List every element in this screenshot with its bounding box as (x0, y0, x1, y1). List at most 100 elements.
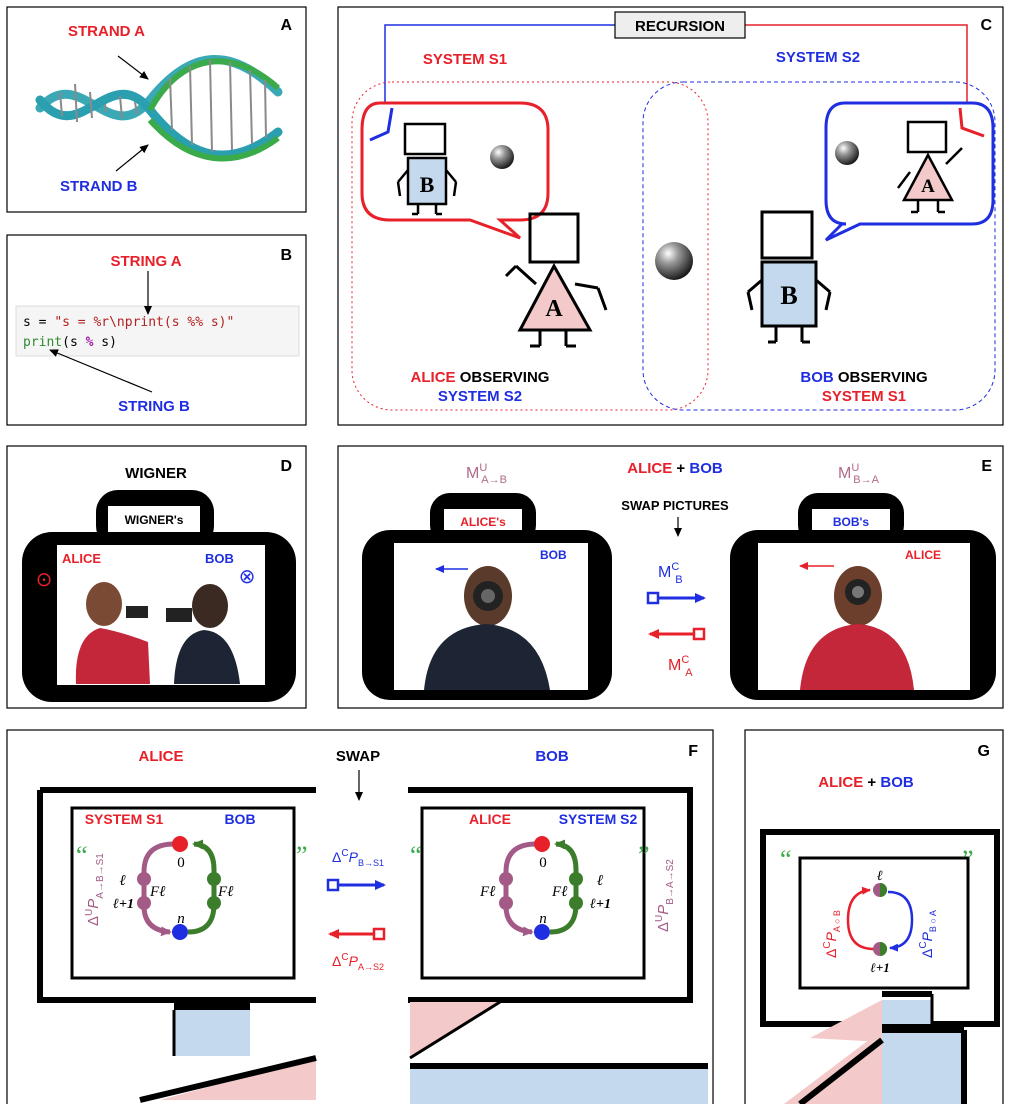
strand-a-label: STRAND A (68, 23, 145, 40)
alice-figure-large (504, 212, 608, 348)
panel-c: C RECURSION SYSTEM S1 SYSTEM S2 B (337, 6, 1004, 426)
left-system-s1: SYSTEM S1 (85, 811, 164, 827)
left-f-l-b: Fℓ (217, 884, 233, 900)
large-a-glyph: A (545, 296, 563, 322)
panel-e-letter: E (981, 458, 992, 475)
code-line-2: print(s % s) (23, 335, 117, 350)
dna-helix (35, 55, 283, 162)
right-node-zero: 0 (539, 855, 547, 871)
panel-f-bob: BOB (535, 748, 569, 765)
cross-circle-icon: ⊗ (239, 564, 256, 588)
small-a-glyph: A (921, 176, 935, 197)
bubble-recursion-mark-red (958, 107, 985, 138)
left-node-zero: 0 (177, 855, 185, 871)
alice-plus-bob-title: ALICE + BOB (627, 460, 723, 477)
panel-b: B STRING A STRING B s = "s = %r\nprint(s… (6, 234, 307, 426)
bob-photo (166, 584, 240, 684)
alice-figure-small (897, 120, 963, 214)
ball-icon (490, 145, 514, 169)
panel-b-letter: B (280, 247, 292, 264)
bob-big-camera (408, 787, 693, 1003)
alice-big-camera (37, 787, 316, 1003)
left-f-l-a: Fℓ (149, 884, 165, 900)
panel-c-letter: C (980, 17, 992, 34)
bob-screen-alice-label: ALICE (905, 548, 941, 562)
du-right-label: ΔUPB→A→S2 (654, 859, 676, 932)
g-node-l1: ℓ+1 (870, 960, 889, 975)
panel-f: F ALICE BOB SWAP SYSTEM S1 BOB “ ” (6, 729, 714, 1104)
panel-d-letter: D (280, 458, 292, 475)
alice-observing-target: SYSTEM S2 (438, 388, 522, 405)
wigner-camera-tab: WIGNER's (125, 513, 184, 527)
system-s2-label: SYSTEM S2 (776, 49, 860, 66)
left-bob: BOB (224, 811, 255, 827)
wigner-title: WIGNER (125, 465, 187, 482)
string-b-label: STRING B (118, 398, 190, 415)
panel-g-letter: G (978, 743, 990, 760)
recursion-box (614, 11, 746, 39)
left-node-n: n (177, 911, 185, 927)
panel-f-alice: ALICE (139, 748, 184, 765)
code-line-1: s = "s = %r\nprint(s %% s)" (23, 315, 234, 330)
mc-b-arrow-tail (646, 591, 660, 605)
bob-camera-photo (424, 566, 550, 690)
string-a-label: STRING A (110, 253, 181, 270)
alice-camera-tab: ALICE's (460, 515, 506, 529)
panel-a-letter: A (280, 17, 292, 34)
swap-pictures-label: SWAP PICTURES (621, 498, 729, 513)
bob-observing-target: SYSTEM S1 (822, 388, 906, 405)
left-quote-close: ” (296, 841, 308, 870)
right-alice: ALICE (469, 811, 511, 827)
g-quote-close: ” (962, 845, 974, 874)
dc-a-label: ΔCPA→S2 (332, 952, 384, 972)
panel-f-letter: F (688, 743, 698, 760)
dc-b-arrow-tail (326, 878, 340, 892)
bob-camera-tab: BOB's (833, 515, 870, 529)
strand-b-arrow (115, 144, 149, 172)
panel-d: D WIGNER WIGNER's ALICE BOB ⊙ ⊗ (6, 445, 307, 709)
panel-g: G ALICE + BOB “ ” ℓ ℓ+1 ΔCPA ○ B ΔCPB ○ … (744, 729, 1004, 1104)
right-quote-open: “ (410, 841, 422, 870)
bob-figure-small (396, 122, 458, 216)
bob-body-hint (410, 1068, 708, 1104)
wigner-bob-label: BOB (205, 551, 234, 566)
g-right-label: ΔCPB ○ A (918, 910, 938, 958)
right-node-l1: ℓ+1 (590, 897, 611, 912)
recursion-blue-line (381, 24, 615, 117)
alice-observing-caption: ALICE OBSERVING (411, 369, 550, 386)
g-quote-open: “ (780, 845, 792, 874)
left-node-l: ℓ (120, 873, 126, 889)
system-s2-region (642, 81, 996, 411)
small-b-glyph: B (420, 172, 435, 197)
left-node-l1: ℓ+1 (113, 897, 134, 912)
g-loop (846, 883, 914, 956)
g-left-label: ΔCPA ○ B (822, 910, 842, 958)
alice-photo (75, 582, 150, 684)
right-f-l-a: Fℓ (479, 884, 495, 900)
recursion-label: RECURSION (635, 18, 725, 35)
ball-icon-2 (835, 141, 859, 165)
wigner-camera: WIGNER's (22, 490, 296, 702)
left-loop (137, 836, 221, 940)
right-f-l-b: Fℓ (551, 884, 567, 900)
alice-bob-body-hint (174, 1010, 250, 1056)
right-quote-close: ” (638, 841, 650, 870)
left-quote-open: “ (76, 841, 88, 870)
panel-a: A STRAND A STRAND B (6, 6, 307, 213)
alice-camera: ALICE's BOB (362, 493, 612, 700)
large-b-glyph: B (780, 281, 797, 310)
system-s1-label: SYSTEM S1 (423, 51, 507, 68)
dc-b-label: ΔCPB→S1 (332, 848, 384, 868)
right-node-n: n (539, 911, 547, 927)
bob-observing-caption: BOB OBSERVING (800, 369, 927, 386)
shared-ball-icon (655, 242, 693, 280)
merged-camera (760, 829, 1000, 1104)
bob-figure-large (746, 210, 832, 344)
string-b-arrow (49, 349, 153, 393)
right-system-s2: SYSTEM S2 (559, 811, 638, 827)
